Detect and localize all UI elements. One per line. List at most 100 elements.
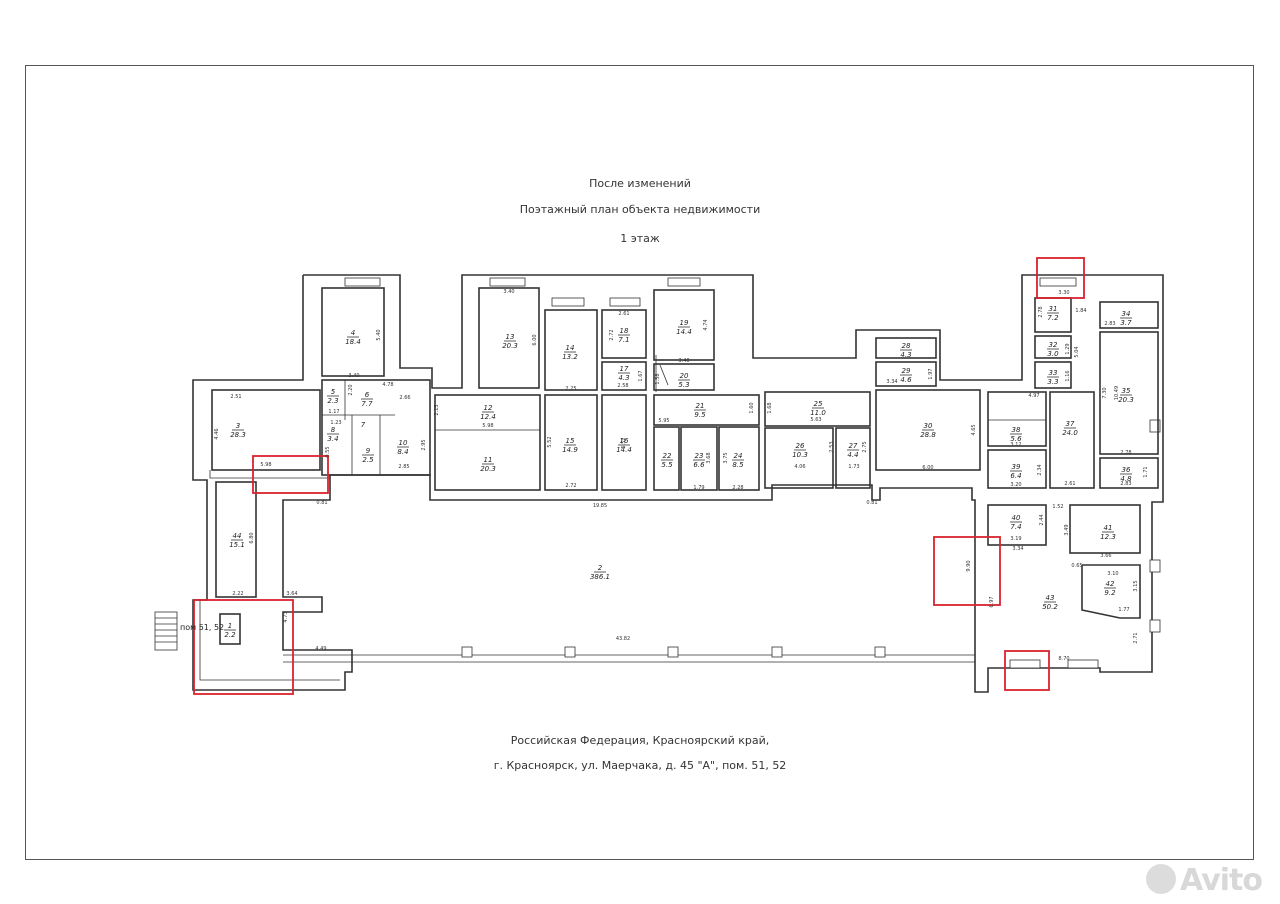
room-number-1: 1 [228, 622, 232, 630]
dimension-label: 4.06 [794, 464, 805, 470]
dimension-label: 5.04 [1074, 346, 1080, 357]
drawing-frame [25, 65, 1254, 860]
room-area-42: 9.2 [1104, 589, 1116, 597]
room-number-38: 38 [1012, 426, 1021, 434]
address-line-2: г. Красноярск, ул. Маерчака, д. 45 "А", … [493, 759, 787, 772]
dimension-label: 2.61 [618, 311, 629, 317]
room-number-30: 30 [924, 422, 933, 430]
room-area-6: 7.7 [361, 400, 373, 408]
dimension-label: 1.67 [638, 370, 644, 381]
room-area-25: 11.0 [810, 409, 826, 417]
room-area-34: 3.7 [1120, 319, 1132, 327]
room-area-35: 20.3 [1118, 396, 1134, 404]
room-area-30: 28.8 [920, 431, 936, 439]
room-number-21: 21 [696, 402, 705, 410]
dimension-label: 3.49 [1064, 524, 1070, 535]
dimension-label: 5.40 [376, 329, 382, 340]
dimension-label: 0.81 [316, 500, 327, 506]
room-number-23: 23 [695, 452, 704, 460]
room-area-32: 3.0 [1047, 350, 1059, 358]
room-number-8: 8 [331, 426, 336, 434]
dimension-label: 4.78 [382, 382, 393, 388]
dimension-label: 4.46 [214, 428, 220, 439]
room-area-29: 4.6 [900, 376, 912, 384]
room-area-28: 4.3 [900, 351, 911, 359]
room-area-3: 28.3 [230, 431, 246, 439]
dimension-label: 4.49 [315, 646, 326, 652]
room-area-39: 6.4 [1010, 472, 1021, 480]
room-number-37: 37 [1066, 420, 1075, 428]
dimension-label: 0.65 [1071, 563, 1082, 569]
dimension-label: 1.29 [1065, 343, 1071, 354]
dimension-label: 1.84 [1075, 308, 1086, 314]
entrance-stairs [154, 611, 178, 651]
dimension-label: 6.00 [922, 465, 933, 471]
dimension-label: 2.85 [398, 464, 409, 470]
dimension-label: 2.22 [232, 591, 243, 597]
dimension-label: 1.52 [1052, 504, 1063, 510]
dimension-label: 2.83 [1104, 321, 1115, 327]
dimension-label: 0.55 [325, 446, 331, 457]
room-area-26: 10.3 [792, 451, 808, 459]
room-number-44: 44 [233, 532, 242, 540]
dimension-label: 2.83 [1120, 481, 1131, 487]
dimension-label: 3.30 [1058, 290, 1069, 296]
room-number-14: 14 [566, 344, 575, 352]
dimension-label: 2.66 [399, 395, 410, 401]
dimension-label: 2.95 [421, 439, 427, 450]
room-number-25: 25 [814, 400, 823, 408]
dimension-label: 4.65 [971, 424, 977, 435]
dimension-label: 1.73 [848, 464, 859, 470]
dimension-label: 4.73 [283, 611, 289, 622]
dimension-label: 2.71 [1133, 632, 1139, 643]
dimension-label: 3.40 [348, 373, 359, 379]
dimension-label: 1.97 [928, 368, 934, 379]
room-labels: 12.22386.1328.3418.452.367.7783.492.5108… [224, 305, 1134, 639]
room-number-41: 41 [1104, 524, 1113, 532]
room-number-33: 33 [1049, 369, 1058, 377]
dimension-label: 5.98 [482, 423, 493, 429]
room-area-13: 20.3 [502, 342, 518, 350]
dimension-label: 2.78 [1120, 450, 1131, 456]
room-number-6: 6 [365, 391, 370, 399]
dimension-label: 6.97 [989, 596, 995, 607]
interior-walls [211, 287, 1159, 645]
room-number-17: 17 [620, 365, 629, 373]
dimension-label: 7.30 [1102, 387, 1108, 398]
dimension-label: 2.15 [434, 404, 440, 415]
room-area-9: 2.5 [362, 456, 374, 464]
dimension-label: 3.64 [286, 591, 297, 597]
room-number-36: 36 [1122, 466, 1131, 474]
room-area-40: 7.4 [1010, 523, 1021, 531]
room-number-19: 19 [680, 319, 689, 327]
room-number-32: 32 [1049, 341, 1058, 349]
room-number-34: 34 [1122, 310, 1131, 318]
room-number-4: 4 [351, 329, 355, 337]
dimension-label: 3.40 [678, 358, 689, 364]
room-area-16: 14.4 [616, 446, 632, 454]
dimension-label: 9.90 [966, 560, 972, 571]
dimension-label: 0.81 [866, 500, 877, 506]
room-area-15: 14.9 [562, 446, 578, 454]
room-number-35: 35 [1122, 387, 1131, 395]
dimension-label: 3.68 [706, 452, 712, 463]
dimension-label: 10.49 [1114, 386, 1120, 400]
dimension-label: 3.66 [1100, 553, 1111, 559]
room-area-2: 386.1 [590, 573, 610, 581]
highlight-marks [193, 257, 1085, 695]
dimension-label: 1.71 [1143, 466, 1149, 477]
room-number-40: 40 [1012, 514, 1021, 522]
dimension-label: 6.80 [249, 532, 255, 543]
room-area-23: 6.6 [693, 461, 705, 469]
room-number-42: 42 [1106, 580, 1115, 588]
dimension-label: 3.20 [1010, 482, 1021, 488]
room-area-24: 8.5 [732, 461, 744, 469]
room-number-28: 28 [902, 342, 911, 350]
dimension-label: 1.23 [330, 420, 341, 426]
dimension-label: 2.72 [609, 329, 615, 340]
room-number-31: 31 [1049, 305, 1058, 313]
dimension-label: 2.28 [732, 485, 743, 491]
dimension-label: 1.60 [749, 402, 755, 413]
premises-marker-label: пом 51, 52 [180, 623, 225, 632]
